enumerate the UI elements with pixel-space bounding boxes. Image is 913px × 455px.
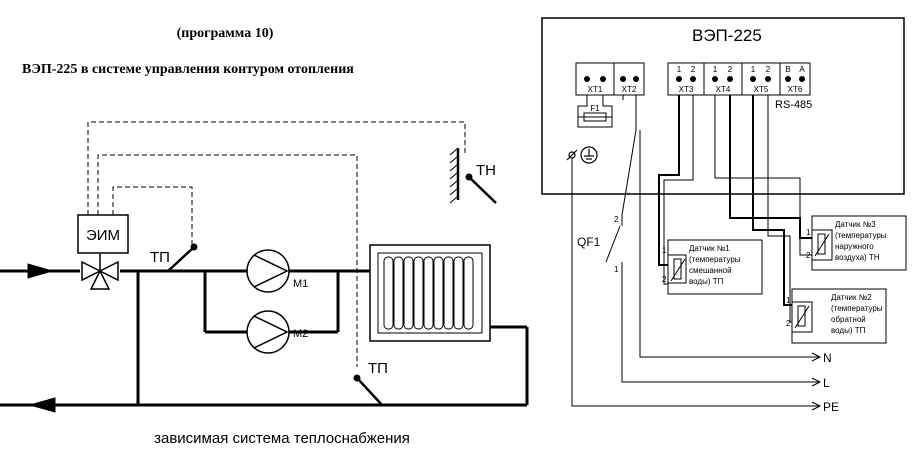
tp-bottom-label: ТП	[368, 360, 388, 377]
terminal-xt3: XT3	[679, 85, 694, 94]
pin-label: A	[799, 65, 805, 74]
tp-sensor-top-icon	[167, 243, 198, 272]
sensor-3-text: Датчик №3 (температуры наружного воздуха…	[835, 220, 889, 262]
actuator-label: ЭИМ	[86, 227, 120, 244]
terminal-xt6: XT6	[788, 85, 803, 94]
sensor-2-line: обратной	[831, 315, 866, 324]
pin-label: B	[785, 65, 790, 74]
wiring	[571, 95, 820, 407]
controller-box	[541, 17, 905, 195]
controller-title: ВЭП-225	[692, 26, 762, 45]
sensor-1-line: смешанной	[689, 266, 732, 275]
sensor-2-block: 1 2 Датчик №2 (температуры обратной воды…	[786, 288, 887, 344]
mixing-valve-icon	[81, 254, 119, 290]
qf1-pin-top: 2	[614, 215, 619, 224]
control-lines	[87, 121, 466, 367]
pin-label: 1	[713, 65, 718, 74]
sensor-3-line: (температуры	[835, 231, 887, 240]
sensor-1-line: Датчик №1	[689, 244, 730, 253]
sensor-2-line: воды) ТП	[831, 326, 866, 335]
sensor-1-line: (температуры	[689, 255, 741, 264]
return-arrow-icon	[28, 397, 56, 413]
l-label: L	[823, 376, 830, 390]
fuse-icon	[577, 95, 613, 128]
pump-m2-icon	[246, 310, 290, 354]
supply-arrow-icon	[27, 263, 54, 279]
sensor-1-text: Датчик №1 (температуры смешанной воды) Т…	[689, 244, 743, 286]
sensor-3-block: 1 2 Датчик №3 (температуры наружного воз…	[806, 215, 907, 271]
fuse-label: F1	[590, 104, 600, 113]
sensor-3-pin2: 2	[806, 251, 811, 260]
tn-sensor-icon	[449, 147, 497, 204]
radiator-icon	[369, 244, 491, 342]
pin-label: 1	[677, 65, 682, 74]
terminal-xt2: XT2	[622, 85, 637, 94]
sensor-3-line: наружного	[835, 242, 874, 251]
sensor-3-pin1: 1	[806, 228, 811, 237]
tp-sensor-bottom-icon	[353, 374, 383, 406]
line-arrows	[811, 352, 822, 411]
terminal-xt4: XT4	[716, 85, 731, 94]
qf1-pin-bottom: 1	[614, 265, 619, 274]
pin-label: 2	[691, 65, 696, 74]
program-title: (программа 10)	[177, 26, 274, 41]
pin-label: 1	[751, 65, 756, 74]
scheme-subtitle: ВЭП-225 в системе управления контуром от…	[22, 62, 354, 77]
sensor-1-block: 1 2 Датчик №1 (температуры смешанной вод…	[662, 239, 763, 295]
sensor-2-pin2: 2	[786, 319, 791, 328]
sensor-2-line: Датчик №2	[831, 293, 872, 302]
terminal-xt5: XT5	[754, 85, 769, 94]
rs485-label: RS-485	[775, 99, 812, 111]
pin-label: 2	[766, 65, 771, 74]
actuator-box	[77, 214, 129, 254]
pump-m2-label: М2	[293, 328, 308, 340]
terminal-xt1: XT1	[588, 85, 603, 94]
sensor-3-line: Датчик №3	[835, 220, 876, 229]
terminal-labels: XT1 XT2 XT3 XT4 XT5 XT6 1 2 1 2 1 2 B A	[588, 65, 806, 94]
pe-label: PE	[823, 400, 839, 414]
pin-label: 2	[728, 65, 733, 74]
sensor-2-text: Датчик №2 (температуры обратной воды) ТП	[831, 293, 885, 335]
pump-m1-icon	[246, 249, 290, 293]
hydraulic-scheme	[0, 121, 529, 413]
tn-label: ТН	[476, 162, 496, 179]
sensor-3-line: воздуха) ТН	[835, 253, 880, 262]
sensor-2-line: (температуры	[831, 304, 883, 313]
sensor-1-pin2: 2	[662, 275, 667, 284]
terminal-screws	[584, 76, 805, 82]
sensor-1-line: воды) ТП	[689, 277, 724, 286]
sensor-1-pin1: 1	[662, 246, 667, 255]
qf1-label: QF1	[577, 235, 601, 249]
scheme-caption: зависимая система теплоснабжения	[154, 430, 410, 447]
terminal-blocks	[575, 62, 811, 96]
tp-top-label: ТП	[150, 249, 170, 266]
n-label: N	[823, 351, 832, 365]
pump-m1-label: М1	[293, 278, 308, 290]
sensor-2-pin1: 1	[786, 296, 791, 305]
